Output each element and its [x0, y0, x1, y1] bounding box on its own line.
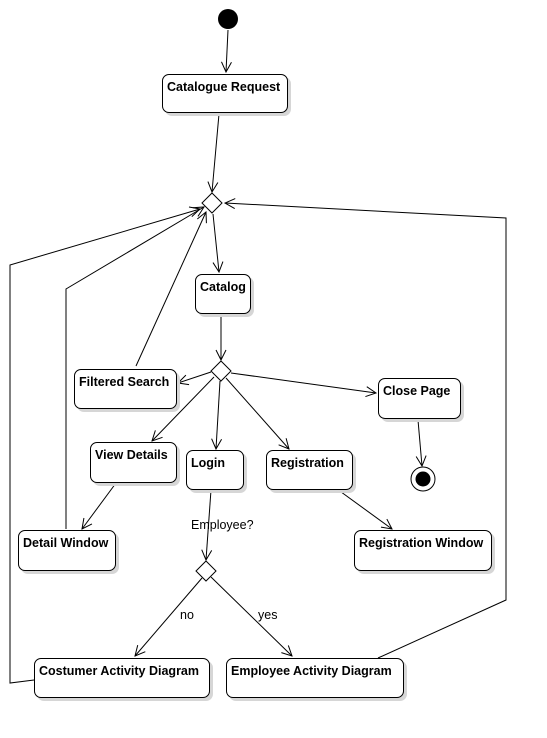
- initial-node: [218, 9, 238, 29]
- edge-detail-window-to-merge: [65, 207, 204, 529]
- edge-login-to-employee-decision: [206, 489, 211, 560]
- catalog-node: Catalog: [195, 274, 251, 314]
- edge-registration-to-registration-window: [336, 488, 392, 529]
- employee-question-label: Employee?: [191, 518, 254, 532]
- edge-decision-to-login: [216, 380, 220, 449]
- edge-employee-activity-to-merge: [225, 203, 507, 659]
- edge-costumer-activity-to-merge: [9, 209, 200, 684]
- registration-window-node: Registration Window: [354, 530, 492, 571]
- edge-view-details-to-detail-window: [82, 482, 117, 529]
- edge-catalogue-request-to-merge: [212, 113, 220, 192]
- edge-start-to-catalogue-request: [226, 29, 228, 72]
- close-page-node: Close Page: [378, 378, 461, 419]
- final-node: [410, 466, 436, 492]
- employee-activity-node: Employee Activity Diagram: [226, 658, 404, 698]
- registration-node: Registration: [266, 450, 353, 490]
- costumer-activity-node: Costumer Activity Diagram: [34, 658, 210, 698]
- edge-filtered-search-to-merge: [135, 212, 206, 367]
- catalog-decision-node: [210, 360, 232, 382]
- guard-no-label: no: [180, 608, 194, 622]
- merge-decision-node: [201, 192, 223, 214]
- edge-decision-to-registration: [225, 377, 289, 449]
- edge-close-page-to-final: [418, 419, 422, 466]
- employee-decision-node: [195, 560, 217, 582]
- edge-merge-to-catalog: [212, 213, 219, 272]
- edge-decision-to-employee-activity: [210, 576, 292, 656]
- edge-decision-to-view-details: [152, 376, 215, 441]
- login-node: Login: [186, 450, 244, 490]
- edge-decision-to-costumer-activity: [135, 577, 203, 656]
- view-details-node: View Details: [90, 442, 177, 483]
- detail-window-node: Detail Window: [18, 530, 116, 571]
- edge-decision-to-filtered-search: [178, 371, 212, 383]
- edge-decision-to-close-page: [230, 372, 376, 393]
- catalogue-request-node: Catalogue Request: [162, 74, 288, 113]
- filtered-search-node: Filtered Search: [74, 369, 177, 409]
- guard-yes-label: yes: [258, 608, 278, 622]
